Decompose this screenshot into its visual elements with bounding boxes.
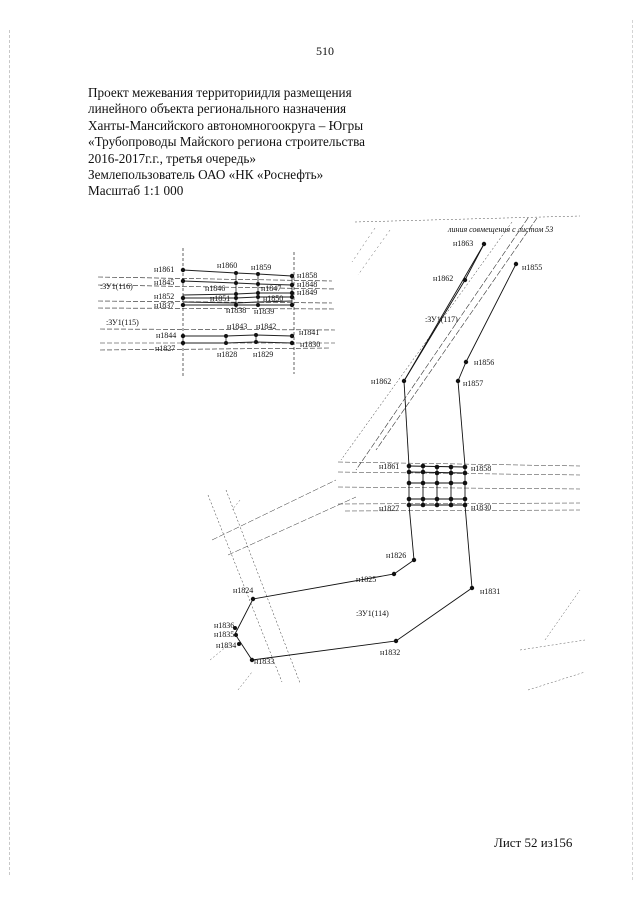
point-label: н1861	[154, 265, 174, 274]
scan-edge-left	[9, 30, 10, 875]
point-label: н1847	[261, 284, 281, 293]
point-label: н1862	[433, 274, 453, 283]
point-label: н1841	[299, 328, 319, 337]
scale-label: Масштаб 1:1 000	[88, 183, 184, 199]
point-label: н1827	[379, 504, 399, 513]
point-label: н1830	[471, 503, 491, 512]
point-label: н1842	[256, 322, 276, 331]
point-label: н1839	[254, 307, 274, 316]
point-label: н1832	[380, 648, 400, 657]
point-label: н1828	[217, 350, 237, 359]
point-label: н1856	[474, 358, 494, 367]
point-label: н1838	[226, 306, 246, 315]
point-label: н1849	[297, 288, 317, 297]
point-label: н1852	[154, 292, 174, 301]
point-label: н1831	[480, 587, 500, 596]
point-label: н1851	[210, 294, 230, 303]
inset-points	[180, 267, 295, 346]
detail-inset	[97, 248, 336, 376]
title-line: Ханты-Мансийского автономногоокруга – Юг…	[88, 117, 364, 133]
point-label: н1843	[227, 322, 247, 331]
point-label: н1834	[216, 641, 236, 650]
point-label: н1858	[297, 271, 317, 280]
parcel-label: :ЗУ1(116)	[100, 282, 133, 291]
point-label: н1859	[251, 263, 271, 272]
point-label: н1827	[155, 344, 175, 353]
title-line: 2016-2017г.г., третья очередь»	[88, 150, 257, 166]
point-label: н1861	[379, 462, 399, 471]
match-line	[354, 215, 581, 223]
inset-labels: н1861 н1860 н1859 н1858 н1848 н1849 н184…	[100, 261, 320, 359]
parcel-label: :ЗУ1(114)	[356, 609, 389, 618]
point-label: н1845	[154, 278, 174, 287]
parcel-label: :ЗУ1(117)	[425, 315, 458, 324]
title-line: Землепользователь ОАО «НК «Роснефть»	[88, 167, 324, 183]
point-label: н1863	[453, 239, 473, 248]
point-label: н1846	[205, 284, 225, 293]
point-label: н1862	[371, 377, 391, 386]
point-label: н1824	[233, 586, 253, 595]
main-labels: н1863 н1862 н1855 :ЗУ1(117) н1856 н1862 …	[214, 239, 542, 666]
point-label: н1830	[300, 340, 320, 349]
point-label: н1844	[156, 331, 176, 340]
point-label: н1826	[386, 551, 406, 560]
background-lines	[207, 217, 586, 691]
point-label: н1835	[214, 630, 234, 639]
title-line: линейного объекта регионального назначен…	[88, 101, 347, 117]
title-line: Проект межевания территориидля размещени…	[88, 85, 352, 100]
page-number: 510	[316, 44, 334, 58]
match-line-label: линия совмещения с листом 53	[447, 225, 553, 234]
point-label: н1825	[356, 575, 376, 584]
parcel-boundaries	[234, 243, 517, 661]
point-label: н1850	[263, 294, 283, 303]
point-label: н1848	[297, 280, 317, 289]
point-label: н1858	[471, 464, 491, 473]
point-label: н1836	[214, 621, 234, 630]
point-label: н1833	[254, 657, 274, 666]
point-label: н1829	[253, 350, 273, 359]
point-label: н1857	[463, 379, 483, 388]
boundary-points	[233, 241, 519, 663]
point-label: н1837	[154, 301, 174, 310]
sheet-number: Лист 52 из156	[494, 835, 573, 850]
point-label: н1855	[522, 263, 542, 272]
parcel-label: :ЗУ1(115)	[106, 318, 139, 327]
title-line: «Трубопроводы Майского региона строитель…	[88, 134, 366, 150]
point-label: н1860	[217, 261, 237, 270]
scan-edge-right	[632, 20, 633, 880]
title-block: Проект межевания территориидля размещени…	[88, 85, 408, 200]
